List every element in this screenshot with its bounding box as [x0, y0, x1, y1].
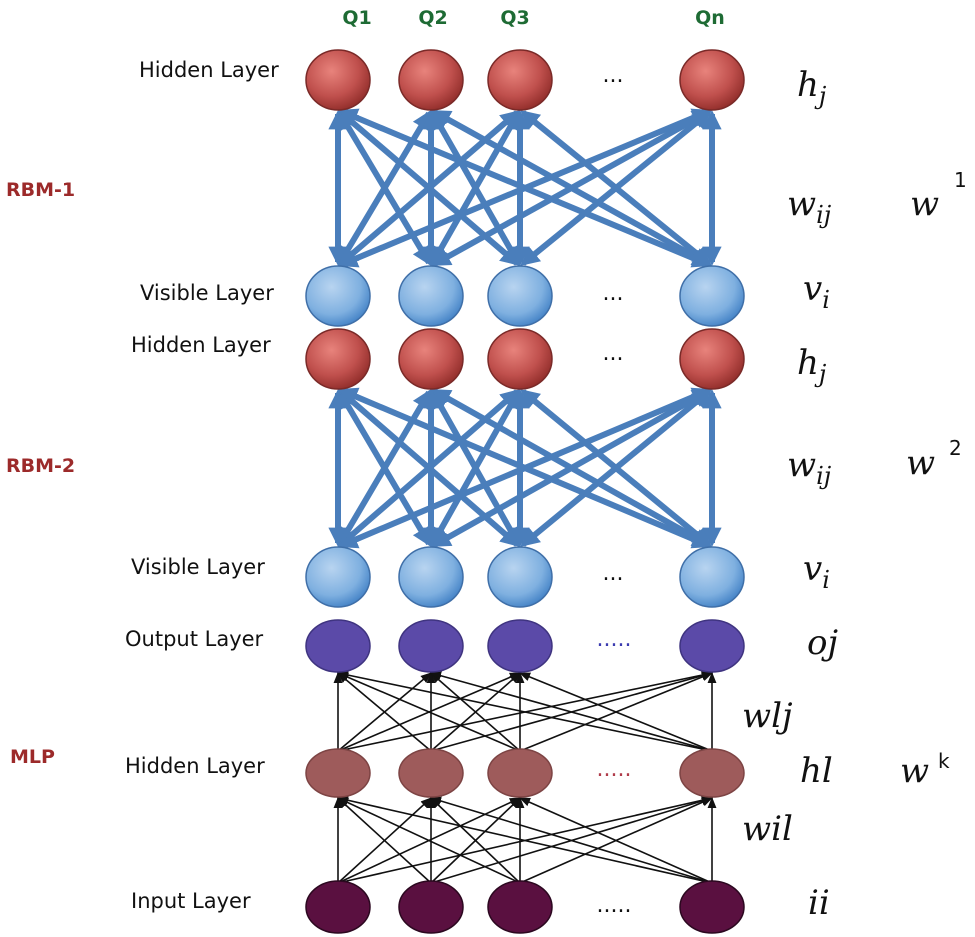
mlp-input-hidden-edge-3-1 [336, 797, 521, 884]
section-label-mlp: MLP [10, 746, 55, 768]
rbm1-edge-4-3 [520, 110, 712, 266]
rbm2-visible-ellipsis: ... [603, 561, 624, 586]
mlp-output-node-4 [679, 619, 745, 673]
mlp-output-weight-symbol: wlj [742, 696, 793, 736]
rbm1-edges [328, 108, 722, 268]
rbm2-visible-node-3 [487, 546, 553, 608]
mlp-output-layer-label: Output Layer [125, 627, 264, 651]
rbm2-hidden-node-4 [679, 328, 745, 390]
rbm2-edges [328, 387, 722, 549]
mlp-hidden-symbol: hl [800, 751, 833, 791]
mlp-input-hidden-edges [333, 795, 717, 884]
rbm1-hidden-node-1 [305, 49, 371, 111]
rbm1-matrix-superscript: 1 [954, 168, 967, 192]
mlp-output-symbol: oj [807, 623, 838, 663]
rbm2-visible-node-1 [305, 546, 371, 608]
mlp-input-node-3 [487, 880, 553, 934]
rbm1-visible-node-2 [398, 265, 464, 327]
rbm2-hidden-node-3 [487, 328, 553, 390]
rbm2-hidden-ellipsis: ... [603, 341, 624, 366]
mlp-matrix-superscript: k [938, 749, 950, 773]
mlp-hidden-output-edge-4-3 [518, 672, 713, 752]
rbm1-weight-symbol: wij [787, 184, 832, 229]
rbm1-hidden-node-3 [487, 49, 553, 111]
mlp-hidden-node-4 [679, 748, 745, 798]
rbm2-visible-layer-label: Visible Layer [131, 555, 265, 579]
rbm2-edge-4-3 [520, 389, 712, 547]
mlp-input-hidden-edge-2-1 [337, 797, 432, 884]
section-label-rbm2: RBM-2 [6, 455, 75, 477]
mlp-hidden-output-edge-2-1 [337, 672, 432, 752]
rbm2-visible-symbol: vi [803, 549, 830, 594]
rbm1-matrix-symbol: w [910, 184, 939, 224]
rbm2-visible-node-2 [398, 546, 464, 608]
rbm1-hidden-symbol: hj [797, 65, 827, 110]
mlp-hidden-output-edges [333, 670, 717, 752]
mlp-output-node-1 [305, 619, 371, 673]
mlp-hidden-output-edge-3-1 [336, 672, 521, 752]
rbm2-matrix-symbol: w [906, 443, 935, 483]
rbm1-hidden-layer-label: Hidden Layer [139, 58, 279, 82]
rbm1-hidden-node-2 [398, 49, 464, 111]
mlp-hidden-output-edge-4-1 [336, 670, 713, 752]
mlp-hidden-ellipsis: ..... [597, 757, 632, 782]
column-label-q3: Q3 [500, 7, 529, 29]
rbm1-visible-symbol: vi [803, 269, 830, 314]
rbm1-visible-node-3 [487, 265, 553, 327]
mlp-input-symbol: ii [808, 883, 830, 923]
mlp-output-node-3 [487, 619, 553, 673]
mlp-hidden-output-edge-4-2 [429, 671, 713, 752]
mlp-input-weight-symbol: wil [742, 809, 793, 849]
mlp-hidden-node-3 [487, 748, 553, 798]
column-label-q1: Q1 [342, 7, 371, 29]
nodes [305, 49, 745, 934]
mlp-input-hidden-edge-4-1 [336, 795, 713, 884]
rbm1-visible-layer-label: Visible Layer [140, 281, 274, 305]
section-label-rbm1: RBM-1 [6, 179, 75, 201]
mlp-matrix-symbol: w [900, 751, 929, 791]
rbm1-visible-node-4 [679, 265, 745, 327]
mlp-input-hidden-edge-3-2 [430, 797, 521, 884]
mlp-input-node-4 [679, 880, 745, 934]
mlp-output-node-2 [398, 619, 464, 673]
mlp-input-hidden-edge-4-3 [518, 797, 713, 884]
rbm1-hidden-node-4 [679, 49, 745, 111]
rbm1-hidden-ellipsis: ... [603, 63, 624, 88]
mlp-input-ellipsis: ..... [597, 893, 632, 918]
mlp-hidden-node-2 [398, 748, 464, 798]
rbm1-visible-node-1 [305, 265, 371, 327]
rbm2-hidden-node-2 [398, 328, 464, 390]
column-label-qn: Qn [695, 7, 725, 29]
rbm2-hidden-layer-label: Hidden Layer [131, 333, 271, 357]
mlp-hidden-output-edge-3-2 [430, 672, 521, 752]
mlp-hidden-layer-label: Hidden Layer [125, 754, 265, 778]
rbm2-weight-symbol: wij [787, 445, 832, 490]
mlp-hidden-node-1 [305, 748, 371, 798]
rbm1-visible-ellipsis: ... [603, 281, 624, 306]
mlp-input-hidden-edge-4-2 [429, 796, 713, 884]
mlp-input-node-2 [398, 880, 464, 934]
rbm2-hidden-symbol: hj [797, 343, 827, 388]
column-label-q2: Q2 [418, 7, 447, 29]
rbm2-hidden-node-1 [305, 328, 371, 390]
mlp-output-ellipsis: ..... [597, 627, 632, 652]
mlp-input-node-1 [305, 880, 371, 934]
rbm2-matrix-superscript: 2 [949, 436, 962, 460]
rbm2-visible-node-4 [679, 546, 745, 608]
mlp-input-layer-label: Input Layer [131, 889, 251, 913]
